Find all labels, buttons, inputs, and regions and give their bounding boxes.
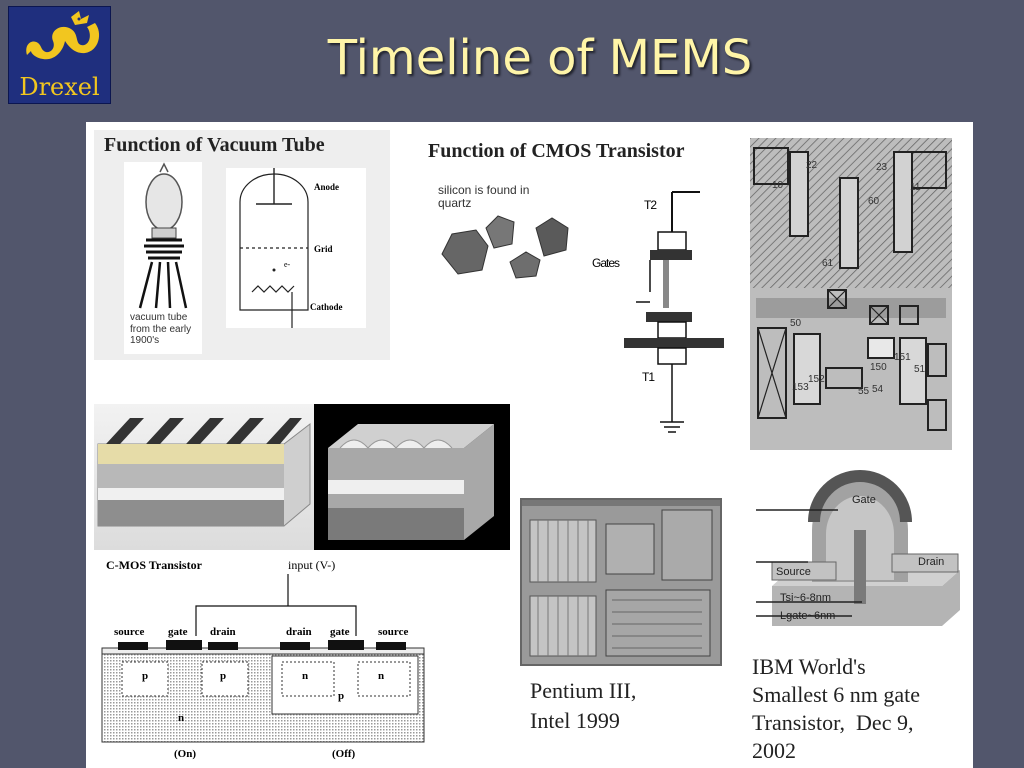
- logo-text: Drexel: [19, 73, 100, 101]
- layout-label-150: 150: [870, 362, 887, 373]
- ibm-lgate-label: Lgate~6nm: [780, 610, 836, 622]
- slide-title: Timeline of MEMS: [327, 30, 753, 86]
- left-well-1-label: p: [142, 670, 149, 682]
- left-gate-label: gate: [168, 626, 188, 638]
- pentium-caption-line2: Intel 1999: [530, 708, 620, 733]
- electron-label: e-: [284, 260, 291, 269]
- cmos-cross-section: C-MOS Transistor input (V-) so: [86, 552, 516, 768]
- vacuum-tube-schematic: Anode Grid e- Cathode: [226, 168, 366, 328]
- ibm-caption-line3: Transistor, Dec 9,: [752, 710, 914, 735]
- anode-label: Anode: [314, 182, 340, 192]
- pentium-caption-line1: Pentium III,: [530, 678, 637, 703]
- t2-label: T2: [644, 198, 657, 212]
- layout-label-60: 60: [868, 196, 880, 207]
- cmos-diagram-title: C-MOS Transistor: [106, 558, 202, 572]
- left-substrate-label: n: [178, 712, 185, 724]
- layout-label-23: 23: [876, 162, 888, 173]
- vacuum-tube-heading: Function of Vacuum Tube: [104, 134, 325, 156]
- ibm-transistor-image: Gate Source Drain Tsi~6-8nm Lgate~6nm: [752, 470, 966, 640]
- on-state-label: (On): [174, 748, 196, 760]
- content-panel: Function of Vacuum Tube vacuum tube from…: [86, 122, 973, 768]
- ibm-drain-label: Drain: [918, 556, 945, 568]
- layout-label-61: 61: [822, 258, 834, 269]
- layout-label-22: 22: [806, 160, 818, 171]
- layout-label-151: 151: [894, 352, 911, 363]
- off-state-label: (Off): [332, 748, 356, 760]
- layout-label-10: 10: [772, 180, 784, 191]
- vacuum-tube-schematic-icon: [239, 168, 309, 328]
- pentium-die-image: [520, 498, 722, 666]
- cmos-function-heading: Function of CMOS Transistor: [428, 140, 685, 162]
- quartz-rocks-image: [441, 215, 569, 279]
- device-3d-render-left: [94, 404, 314, 550]
- silicon-caption: silicon is found in quartz: [438, 183, 530, 211]
- left-well-2-label: p: [220, 670, 227, 682]
- chip-layout-image: 22 23 10 11 60 61 50 51 150 151 152 153 …: [750, 138, 952, 450]
- ibm-source-label: Source: [776, 566, 811, 578]
- vacuum-tube-photo-icon: [138, 162, 188, 309]
- gates-label: Gates: [592, 256, 620, 270]
- layout-label-153: 153: [792, 382, 809, 393]
- ibm-gate-label: Gate: [852, 494, 876, 506]
- vacuum-tube-photo: vacuum tube from the early 1900's: [124, 162, 202, 354]
- dragon-icon: [26, 11, 100, 60]
- device-3d-render-right: [314, 404, 510, 550]
- vacuum-tube-block: Function of Vacuum Tube vacuum tube from…: [94, 130, 390, 360]
- left-source-label: source: [114, 626, 145, 638]
- left-drain-label: drain: [210, 626, 236, 638]
- ibm-caption-line2: Smallest 6 nm gate: [752, 682, 921, 707]
- right-substrate-label: p: [338, 690, 345, 702]
- layout-label-11: 11: [910, 182, 921, 193]
- t1-label: T1: [642, 370, 655, 384]
- vacuum-tube-photo-caption: vacuum tube from the early 1900's: [130, 312, 192, 346]
- right-well-2-label: n: [378, 670, 385, 682]
- grid-label: Grid: [314, 244, 333, 254]
- layout-label-54: 54: [872, 384, 884, 395]
- layout-label-55: 55: [858, 386, 870, 397]
- layout-label-152: 152: [808, 374, 825, 385]
- drexel-logo: Drexel: [8, 6, 111, 104]
- right-gate-label: gate: [330, 626, 350, 638]
- layout-label-51: 51: [914, 364, 926, 375]
- right-well-1-label: n: [302, 670, 309, 682]
- ibm-tsi-label: Tsi~6-8nm: [780, 592, 832, 604]
- cathode-label: Cathode: [310, 302, 343, 312]
- ibm-caption-line1: IBM World's: [752, 654, 866, 679]
- ibm-caption-line4: 2002: [752, 738, 796, 763]
- right-drain-label: drain: [286, 626, 312, 638]
- cmos-schematic: [624, 191, 724, 433]
- layout-label-50: 50: [790, 318, 802, 329]
- cmos-input-label: input (V-): [288, 558, 336, 572]
- right-source-label: source: [378, 626, 409, 638]
